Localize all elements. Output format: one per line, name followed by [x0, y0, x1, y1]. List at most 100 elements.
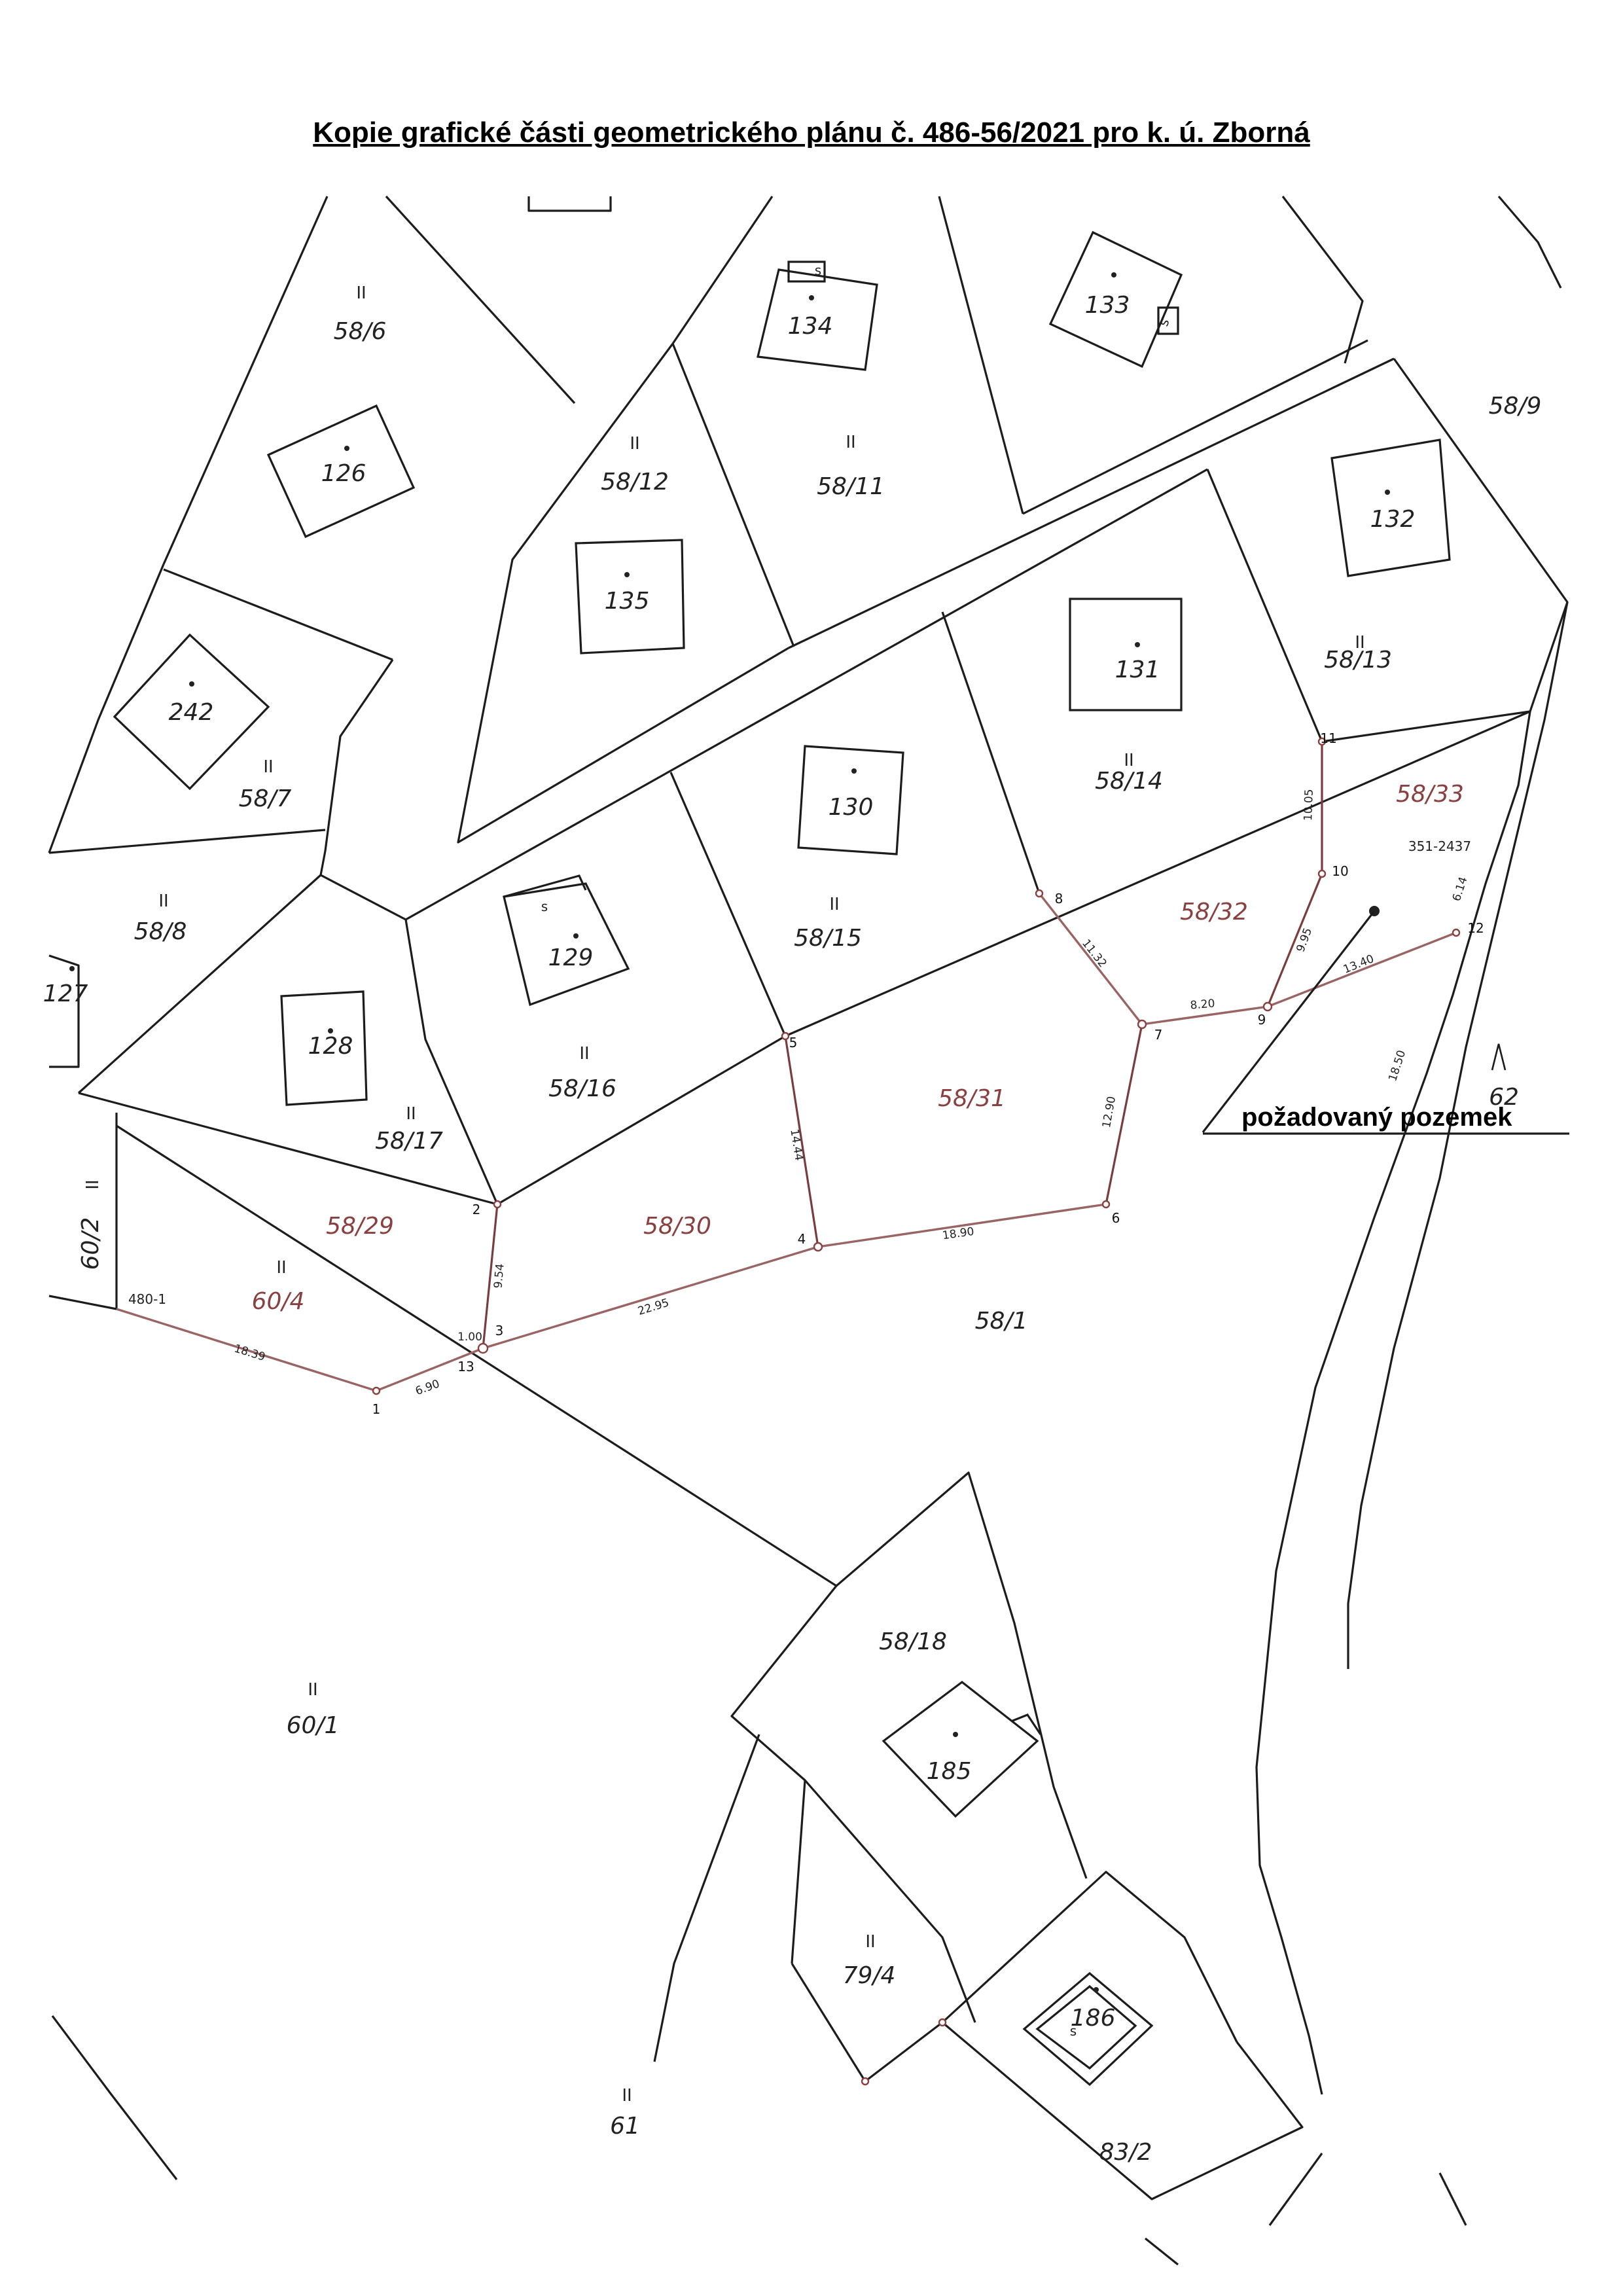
boundary-58-17-bottom — [78, 1092, 498, 1206]
parcel-58-15: 58/15 — [794, 925, 862, 952]
parcel-60-1: 60/1 — [287, 1712, 340, 1739]
parcel-58-9: 58/9 — [1489, 393, 1542, 420]
dim-13-40: 13.40 — [1342, 952, 1376, 977]
boundary-58-11-left — [671, 343, 795, 647]
building-129-annex — [503, 874, 587, 898]
parcel-58-7: 58/7 — [239, 785, 292, 812]
building-135-label: 135 — [605, 588, 650, 615]
survey-point-4 — [813, 1242, 823, 1252]
survey-point-8 — [1035, 889, 1044, 898]
new-boundary-8-12 — [1038, 892, 1457, 1026]
boundary-road-upper-2 — [788, 357, 1395, 649]
survey-point-extra-2 — [938, 2018, 947, 2027]
parcel-58-18: 58/18 — [879, 1628, 947, 1655]
building-128-label: 128 — [308, 1033, 353, 1060]
top-structure-outline — [527, 196, 612, 212]
survey-point-10 — [1317, 869, 1327, 878]
dimension-labels: 18.39 6.90 1.00 9.54 22.95 14.44 18.90 1… — [232, 789, 1470, 1398]
survey-point-2 — [493, 1200, 502, 1209]
map-title: Kopie grafické části geometrického plánu… — [313, 117, 1310, 149]
point-label-10: 10 — [1332, 863, 1348, 879]
point-labels: 1 2 3 4 5 6 7 8 9 10 11 12 13 480-1 351-… — [128, 730, 1484, 1417]
parcel-58-17: 58/17 — [375, 1128, 443, 1155]
parcel-61: 61 — [610, 2113, 640, 2140]
dot-242 — [189, 681, 194, 687]
survey-point-5 — [781, 1031, 790, 1041]
boundary-bottom-stub — [1145, 2237, 1179, 2266]
parcel-58-30: 58/30 — [643, 1213, 711, 1240]
building-labels: 134 133 126 135 132 131 242 130 129 128 … — [43, 262, 1416, 2039]
new-boundary-7-6 — [1105, 1024, 1143, 1205]
parcel-58-1: 58/1 — [975, 1308, 1028, 1335]
point-label-7: 7 — [1154, 1027, 1163, 1043]
use-mark-61: II — [622, 2086, 632, 2106]
point-label-2: 2 — [473, 1202, 481, 1217]
boundary-61-left — [51, 2015, 178, 2180]
new-boundary-2-3 — [482, 1204, 499, 1349]
use-marks: II II II II II II II II II II II II II I… — [83, 283, 1365, 2106]
boundary-60-2-bottom — [48, 1295, 117, 1310]
parcel-58-12: 58/12 — [601, 469, 669, 495]
parcel-boundaries — [48, 195, 1569, 2266]
building-186-inner — [1035, 1984, 1137, 2070]
parcel-60-2: 60/2 — [77, 1217, 104, 1270]
use-mark-60-1: II — [308, 1680, 317, 1700]
use-mark-58-15: II — [829, 895, 839, 914]
boundary-79-4-left — [791, 1780, 806, 1964]
survey-point-7 — [1137, 1019, 1147, 1030]
parcel-58-14: 58/14 — [1095, 768, 1163, 795]
dim-1-00: 1.00 — [457, 1331, 482, 1344]
boundary-58-14-left — [941, 611, 1041, 894]
building-132-label: 132 — [1370, 506, 1416, 533]
building-129-label: 129 — [548, 944, 594, 971]
building-131-label: 131 — [1115, 656, 1160, 683]
slope-symbol-62 — [1491, 1043, 1507, 1071]
boundary-corner-stub — [1438, 2172, 1467, 2226]
dot-128 — [328, 1028, 333, 1033]
boundary-58-18-right — [835, 1471, 1088, 1879]
building-185-outline — [882, 1680, 1039, 1818]
point-label-3: 3 — [495, 1323, 504, 1338]
building-242-label: 242 — [169, 699, 214, 726]
dim-18-50: 18.50 — [1386, 1049, 1408, 1083]
annotation-pointer — [1202, 910, 1376, 1133]
dim-12-90: 12.90 — [1100, 1095, 1118, 1128]
boundary-58-6-right — [385, 195, 576, 404]
building-135-outline — [575, 539, 685, 655]
boundary-58-6-left — [162, 196, 329, 565]
boundary-58-9-top — [1281, 196, 1364, 364]
survey-point-12 — [1452, 928, 1461, 937]
use-mark-58-13: II — [1355, 633, 1364, 653]
survey-point-6 — [1101, 1200, 1111, 1209]
boundary-127 — [48, 954, 80, 1068]
use-mark-58-7: II — [263, 757, 273, 777]
building-128-outline — [280, 990, 368, 1106]
parcel-58-29: 58/29 — [326, 1213, 394, 1240]
boundary-60-4-diagonal — [116, 1124, 837, 1587]
point-label-12: 12 — [1467, 920, 1484, 936]
boundary-58-6-bottom — [163, 568, 393, 661]
boundary-58-13-left — [1206, 469, 1323, 742]
boundary-58-15-bottom — [785, 710, 1531, 1037]
parcel-58-8: 58/8 — [134, 918, 187, 945]
new-boundary-5-4 — [784, 1035, 819, 1247]
point-label-5: 5 — [789, 1035, 798, 1050]
dot-127 — [69, 966, 75, 971]
annotation-label: požadovaný pozemek — [1241, 1103, 1512, 1132]
new-boundary-11-9 — [1266, 742, 1323, 1007]
building-134-annex — [787, 260, 826, 283]
dot-186 — [1094, 1987, 1099, 1992]
building-134-label: 134 — [788, 313, 833, 340]
boundary-58-11-right — [938, 196, 1024, 514]
dot-130 — [851, 768, 857, 774]
building-134-outline — [757, 268, 878, 371]
boundary-top-right — [1497, 195, 1562, 289]
dot-185 — [953, 1732, 958, 1737]
survey-point-3 — [477, 1342, 489, 1354]
boundary-58-13-outer — [1321, 358, 1569, 743]
building-133-annex — [1157, 306, 1179, 335]
building-dots — [69, 272, 1390, 1992]
survey-point-1 — [372, 1386, 381, 1395]
point-label-13: 13 — [457, 1359, 474, 1374]
